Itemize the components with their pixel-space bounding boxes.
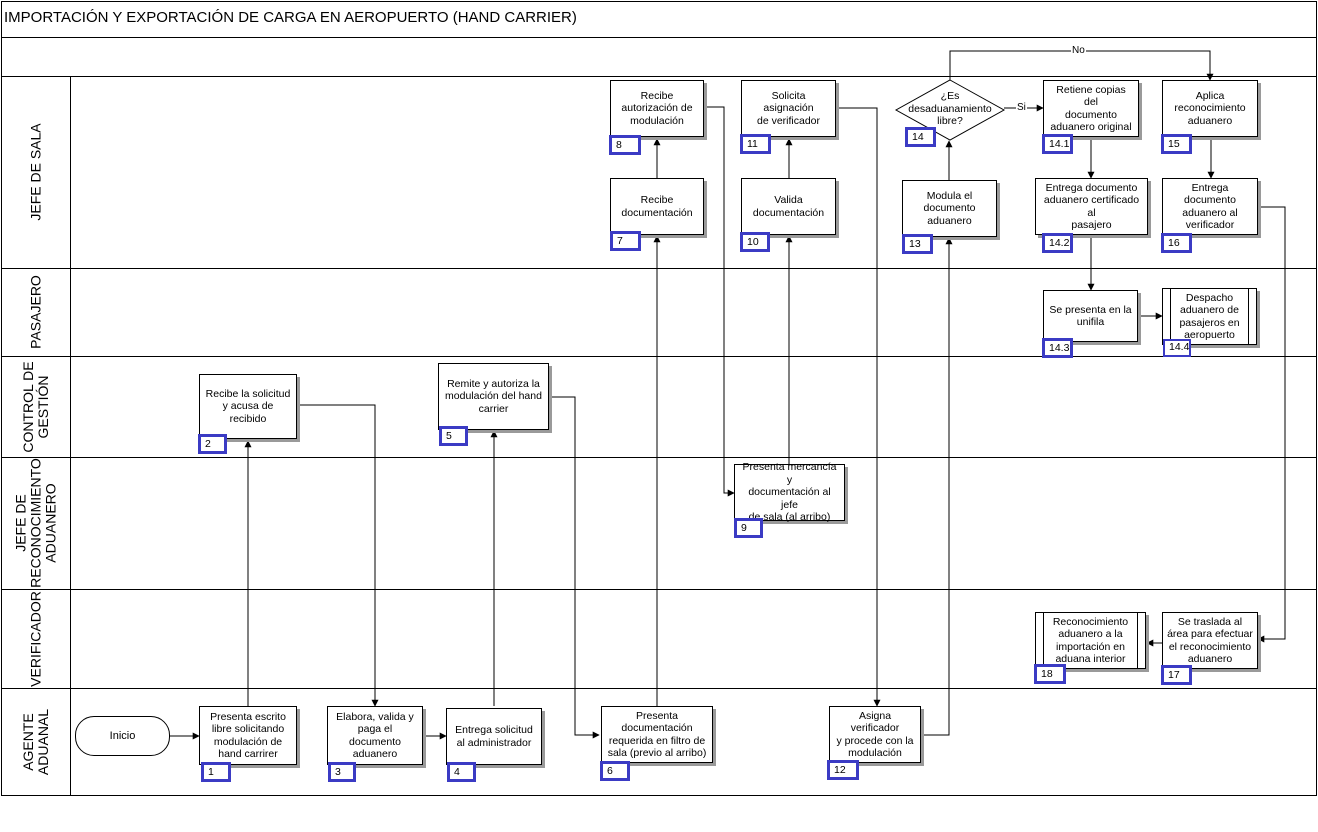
step-number-badge: 15 (1161, 134, 1192, 154)
step-14-1[interactable]: Retiene copias del documento aduanero or… (1043, 80, 1139, 137)
outer-border (1, 1, 1317, 796)
step-text: Asigna verificador y procede con la modu… (836, 709, 914, 760)
edge-11-to-12 (836, 107, 881, 707)
step-text: Solicita asignación de verificador (756, 89, 821, 127)
step-number-badge: 7 (610, 231, 641, 251)
step-number-badge: 14.2 (1042, 233, 1073, 253)
step-number-badge: 13 (902, 234, 933, 254)
step-text: Elabora, valida y paga el documento adua… (336, 710, 414, 761)
step-number-badge: 4 (447, 762, 476, 782)
step-text: Presenta mercancía y documentación al je… (742, 461, 837, 524)
step-number-badge: 9 (734, 518, 763, 538)
decision-14-text: ¿Es desaduanamiento libre? (908, 90, 992, 127)
step-14-3[interactable]: Se presenta en la unifila (1043, 290, 1138, 342)
step-number-badge: 14.4 (1163, 339, 1191, 357)
step-12[interactable]: Asigna verificador y procede con la modu… (829, 706, 921, 763)
start-label: Inicio (109, 730, 136, 742)
step-11[interactable]: Solicita asignación de verificador (741, 80, 836, 137)
step-2[interactable]: Recibe la solicitud y acusa de recibido (199, 374, 297, 439)
step-text: Remite y autoriza la modulación del hand… (445, 377, 542, 415)
step-number-badge: 14.3 (1042, 338, 1073, 358)
step-text: Entrega documento aduanero al verificado… (1182, 181, 1238, 232)
step-text: Valida documentación (752, 194, 825, 219)
step-text: Presenta documentación requerida en filt… (607, 709, 707, 760)
step-text: Se presenta en la unifila (1049, 303, 1132, 329)
start-terminator[interactable]: Inicio (75, 716, 170, 756)
step-14-2[interactable]: Entrega documento aduanero certificado a… (1035, 178, 1148, 235)
edge-12-to-13 (921, 237, 953, 736)
step-1[interactable]: Presenta escrito libre solicitando modul… (199, 706, 297, 765)
edge-8-to-9 (704, 106, 735, 497)
step-16[interactable]: Entrega documento aduanero al verificado… (1162, 178, 1258, 235)
edge-label-no: No (1071, 45, 1086, 56)
step-4[interactable]: Entrega solicitud al administrador (446, 708, 542, 765)
step-9[interactable]: Presenta mercancía y documentación al je… (734, 461, 845, 524)
decision-diamond-shape (894, 79, 1006, 141)
step-text: Recibe documentación (621, 194, 693, 219)
step-number-badge: 10 (740, 232, 770, 252)
step-text: Se traslada al área para efectuar el rec… (1167, 615, 1253, 666)
step-number-badge: 5 (439, 426, 468, 446)
step-number-badge: 6 (600, 761, 630, 781)
flowchart-frame: IMPORTACIÓN Y EXPORTACIÓN DE CARGA EN AE… (1, 1, 1317, 796)
step-number-badge: 14 (905, 127, 936, 147)
step-text: Recibe la solicitud y acusa de recibido (205, 387, 291, 425)
step-number-badge: 12 (827, 760, 859, 780)
page-title: IMPORTACIÓN Y EXPORTACIÓN DE CARGA EN AE… (4, 9, 577, 26)
step-5[interactable]: Remite y autoriza la modulación del hand… (438, 363, 549, 430)
step-text: Retiene copias del documento aduanero or… (1050, 83, 1132, 134)
step-18[interactable]: Reconocimiento aduanero a la importación… (1035, 612, 1146, 669)
step-text: Aplica reconocimiento aduanero (1174, 89, 1246, 127)
step-number-badge: 3 (328, 762, 356, 782)
step-number-badge: 8 (609, 135, 641, 155)
step-number-badge: 18 (1034, 664, 1066, 684)
step-17[interactable]: Se traslada al área para efectuar el rec… (1162, 612, 1258, 669)
step-13[interactable]: Modula el documento aduanero (902, 180, 997, 237)
step-8[interactable]: Recibe autorización de modulación (610, 80, 704, 137)
step-text: Presenta escrito libre solicitando modul… (210, 710, 286, 761)
lane-label-text: AGENTE ADUANAL (20, 708, 51, 776)
step-6[interactable]: Presenta documentación requerida en filt… (601, 706, 713, 763)
step-3[interactable]: Elabora, valida y paga el documento adua… (327, 706, 423, 765)
step-number-badge: 14.1 (1042, 134, 1073, 154)
step-14-4[interactable]: Despacho aduanero de pasajeros en aeropu… (1162, 288, 1257, 345)
step-7[interactable]: Recibe documentación (610, 178, 704, 235)
step-text: Reconocimiento aduanero a la importación… (1052, 615, 1129, 666)
edge-label-yes: Si (1016, 102, 1027, 113)
step-number-badge: 16 (1161, 233, 1192, 253)
step-text: Recibe autorización de modulación (621, 89, 693, 127)
edge-16-to-17 (1257, 206, 1286, 643)
diagram-lines (1, 1, 1317, 796)
step-10[interactable]: Valida documentación (741, 178, 836, 235)
step-number-badge: 2 (198, 434, 227, 454)
edge-2-to-3 (297, 404, 379, 707)
step-15[interactable]: Aplica reconocimiento aduanero (1162, 80, 1258, 137)
step-number-badge: 1 (201, 762, 231, 782)
edge-5-to-6 (549, 396, 600, 739)
step-number-badge: 11 (740, 134, 771, 154)
step-text: Despacho aduanero de pasajeros en aeropu… (1179, 291, 1240, 342)
step-number-badge: 17 (1161, 665, 1192, 685)
step-text: Entrega documento aduanero certificado a… (1043, 181, 1140, 232)
step-text: Entrega solicitud al administrador (455, 724, 533, 749)
step-text: Modula el documento aduanero (923, 189, 976, 227)
